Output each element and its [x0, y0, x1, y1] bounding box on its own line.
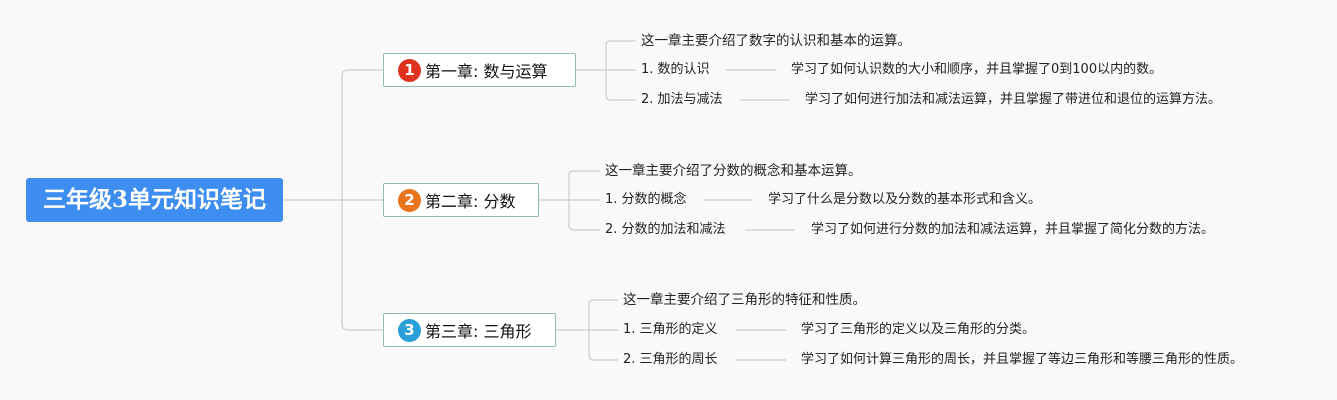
chapter-2-item-2-desc[interactable]: 学习了如何进行分数的加法和减法运算，并且掌握了简化分数的方法。 — [811, 222, 1215, 237]
chapter-3-item-2-label[interactable]: 2. 三角形的周长 — [623, 352, 718, 367]
root-topic[interactable]: 三年级3单元知识笔记 — [26, 178, 283, 222]
chapter-1-title: 第一章: 数与运算 — [425, 62, 548, 81]
badge-3-icon: 3 — [398, 318, 421, 342]
chapter-3-title: 第三章: 三角形 — [425, 322, 532, 341]
chapter-2-title: 第二章: 分数 — [425, 192, 516, 211]
chapter-1-item-2-desc[interactable]: 学习了如何进行加法和减法运算，并且掌握了带进位和退位的运算方法。 — [805, 92, 1222, 107]
chapter-2-item-2-label[interactable]: 2. 分数的加法和减法 — [605, 222, 726, 237]
chapter-3-item-2-desc[interactable]: 学习了如何计算三角形的周长，并且掌握了等边三角形和等腰三角形的性质。 — [801, 352, 1244, 367]
chapter-1-item-1-label[interactable]: 1. 数的认识 — [641, 62, 710, 77]
badge-1-icon: 1 — [398, 58, 421, 82]
chapter-2-item-1-label[interactable]: 1. 分数的概念 — [605, 192, 687, 207]
chapter-1-item-2-label[interactable]: 2. 加法与减法 — [641, 92, 723, 107]
badge-2-icon: 2 — [398, 188, 421, 212]
chapter-3-item-1-label[interactable]: 1. 三角形的定义 — [623, 322, 718, 337]
chapter-1-node[interactable]: 1 第一章: 数与运算 — [383, 53, 576, 87]
chapter-2-item-1-desc[interactable]: 学习了什么是分数以及分数的基本形式和含义。 — [768, 192, 1042, 207]
chapter-3-intro[interactable]: 这一章主要介绍了三角形的特征和性质。 — [623, 292, 866, 308]
chapter-3-item-1-desc[interactable]: 学习了三角形的定义以及三角形的分类。 — [801, 322, 1036, 337]
chapter-1-item-1-desc[interactable]: 学习了如何认识数的大小和顺序，并且掌握了0到100以内的数。 — [791, 62, 1163, 77]
chapter-1-intro[interactable]: 这一章主要介绍了数字的认识和基本的运算。 — [641, 33, 911, 49]
chapter-3-node[interactable]: 3 第三章: 三角形 — [383, 313, 556, 347]
chapter-2-node[interactable]: 2 第二章: 分数 — [383, 183, 539, 217]
chapter-2-intro[interactable]: 这一章主要介绍了分数的概念和基本运算。 — [605, 163, 862, 179]
